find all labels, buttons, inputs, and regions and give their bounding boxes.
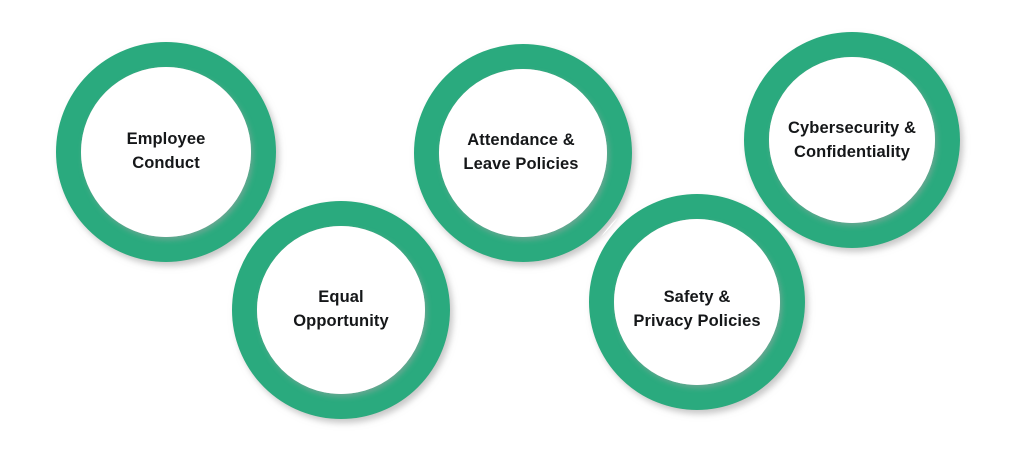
ring-inner-disc (614, 219, 780, 385)
ring-band (414, 44, 632, 262)
ring-cybersecurity-confidentiality (744, 32, 960, 248)
ring-equal-opportunity (232, 201, 450, 419)
ring-inner-disc (769, 57, 935, 223)
ring-safety-privacy-policies (589, 194, 805, 410)
ring-band (232, 201, 450, 419)
ring-inner-disc (81, 67, 251, 237)
ring-band (744, 32, 960, 248)
rings-group (56, 32, 960, 419)
ring-attendance-leave-policies (414, 44, 632, 262)
ring-inner-disc (257, 226, 425, 394)
ring-employee-conduct (56, 42, 276, 262)
ring-inner-disc (439, 69, 607, 237)
ring-band (56, 42, 276, 262)
ring-band (589, 194, 805, 410)
